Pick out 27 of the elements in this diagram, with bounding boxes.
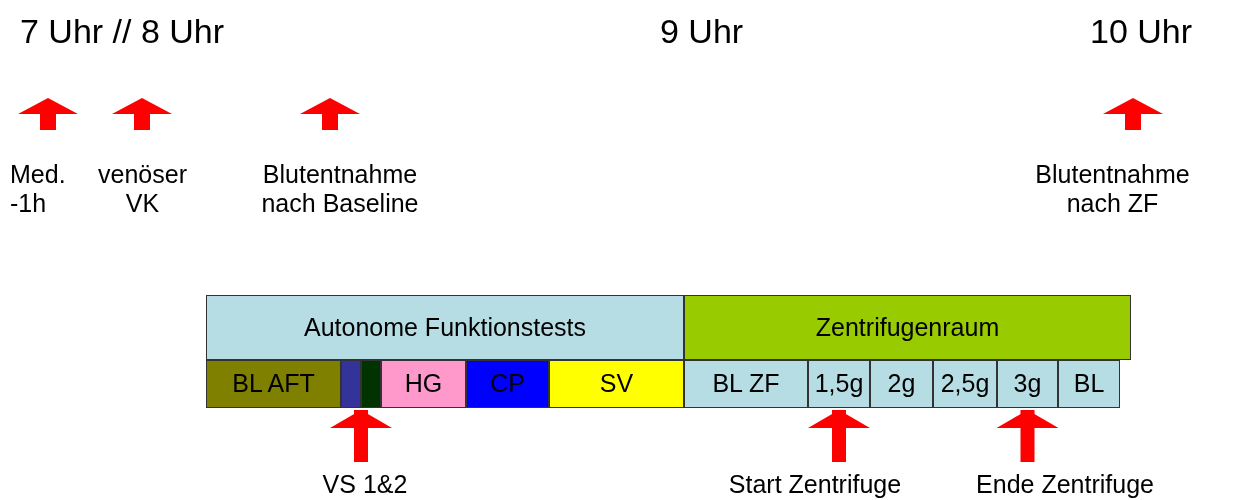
event-label: Med. -1h xyxy=(10,160,67,218)
arrow xyxy=(996,410,1059,462)
time-label: 10 Uhr xyxy=(1090,12,1194,52)
timeline-block: 3g xyxy=(997,360,1058,408)
event-label: VS 1&2 xyxy=(290,470,440,500)
event-label: venöser VK xyxy=(97,160,188,218)
timeline-block: CP xyxy=(466,360,549,408)
event-label: Ende Zentrifuge xyxy=(950,470,1180,500)
timeline-block: BL xyxy=(1058,360,1120,408)
timeline-block: 2,5g xyxy=(933,360,997,408)
timeline-block xyxy=(341,360,361,408)
event-label: Blutentnahme nach Baseline xyxy=(260,160,420,218)
timeline-block xyxy=(361,360,381,408)
time-label: 7 Uhr // 8 Uhr xyxy=(20,12,226,52)
timeline-block: Zentrifugenraum xyxy=(684,295,1131,360)
arrow xyxy=(330,410,392,462)
event-label: Start Zentrifuge xyxy=(700,470,930,500)
timeline-block: SV xyxy=(549,360,684,408)
timeline-block: 1,5g xyxy=(808,360,870,408)
event-label: Blutentnahme nach ZF xyxy=(1034,160,1191,218)
timeline-block: BL AFT xyxy=(206,360,341,408)
timeline-block: BL ZF xyxy=(684,360,808,408)
timeline-block: Autonome Funktionstests xyxy=(206,295,684,360)
time-label: 9 Uhr xyxy=(660,12,745,52)
timeline-block: HG xyxy=(381,360,466,408)
arrow xyxy=(808,410,870,462)
timeline-block: 2g xyxy=(870,360,933,408)
